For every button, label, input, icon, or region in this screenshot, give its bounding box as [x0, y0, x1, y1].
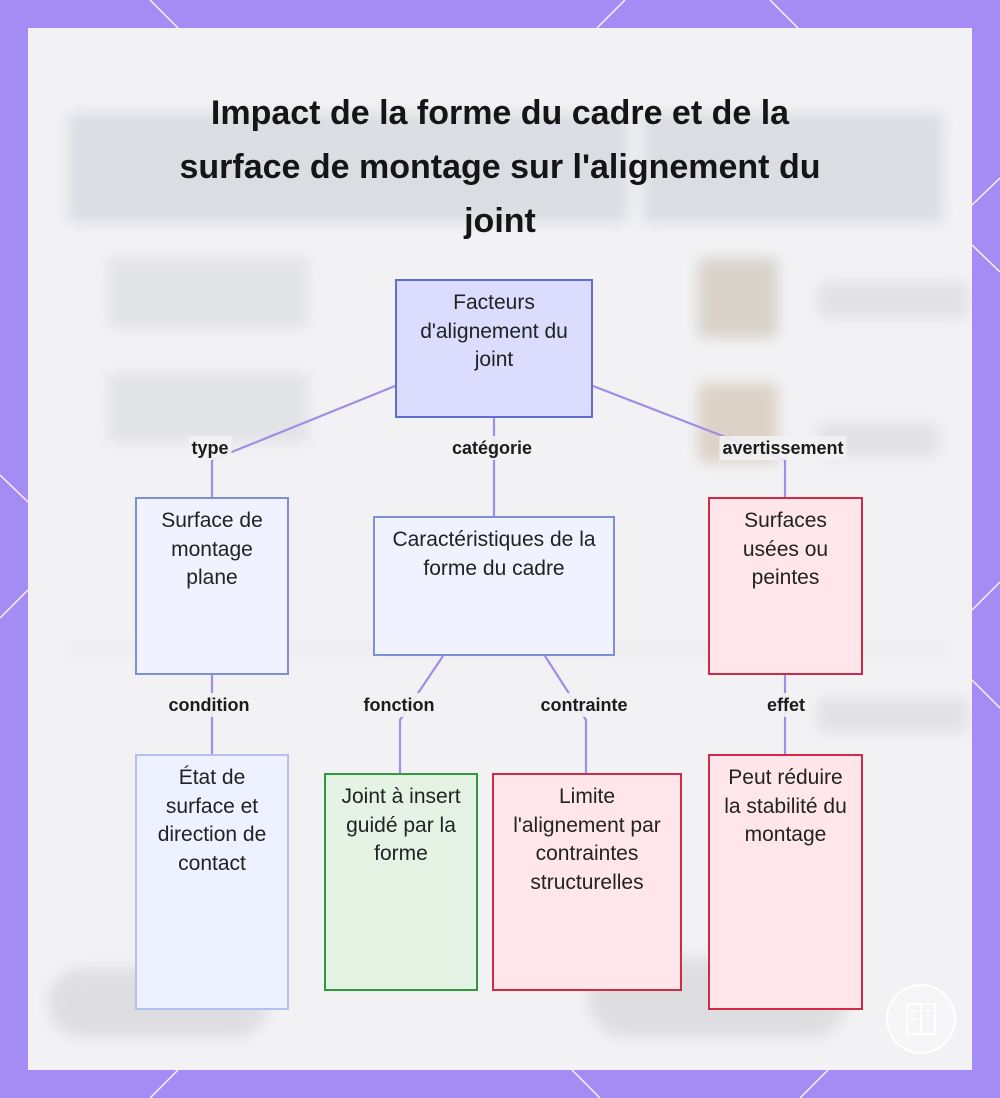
- edge-label-constraint: contrainte: [537, 693, 631, 717]
- node-worn-surfaces-text: Surfaces usées ou peintes: [742, 509, 829, 589]
- node-flat-surface: Surface de montage plane: [135, 497, 289, 675]
- node-frame-shape-text: Caractéristiques de la forme du cadre: [392, 528, 596, 580]
- logo-glyph-icon: [906, 1003, 936, 1035]
- edge-label-type: type: [188, 436, 232, 460]
- edge-type-line: [210, 384, 396, 497]
- node-structural-limit: Limite l'alignement par contraintes stru…: [492, 773, 682, 991]
- node-surface-state: État de surface et direction de contact: [135, 754, 289, 1010]
- edge-label-warning: avertissement: [719, 436, 847, 460]
- node-shape-insert: Joint à insert guidé par la forme: [324, 773, 478, 991]
- edge-label-category: catégorie: [448, 436, 536, 460]
- node-structural-limit-text: Limite l'alignement par contraintes stru…: [513, 785, 661, 894]
- node-root-text: Facteurs d'alignement du joint: [420, 291, 568, 371]
- node-flat-surface-text: Surface de montage plane: [161, 509, 263, 589]
- logo-icon: [886, 984, 956, 1054]
- node-root: Facteurs d'alignement du joint: [395, 279, 593, 418]
- edge-label-condition: condition: [165, 693, 253, 717]
- edge-label-function: fonction: [360, 693, 438, 717]
- node-frame-shape: Caractéristiques de la forme du cadre: [373, 516, 615, 656]
- diagram-card: Impact de la forme du cadre et de la sur…: [28, 28, 972, 1070]
- edge-label-effect: effet: [763, 693, 809, 717]
- node-worn-surfaces: Surfaces usées ou peintes: [708, 497, 863, 675]
- edge-constraint-line: [544, 655, 588, 774]
- node-stability: Peut réduire la stabilité du montage: [708, 754, 863, 1010]
- diagram-title: Impact de la forme du cadre et de la sur…: [179, 94, 821, 240]
- node-shape-insert-text: Joint à insert guidé par la forme: [341, 785, 461, 865]
- edge-function-line: [398, 655, 444, 774]
- node-stability-text: Peut réduire la stabilité du montage: [724, 766, 847, 846]
- node-surface-state-text: État de surface et direction de contact: [157, 766, 267, 875]
- connector-lines: [210, 384, 787, 774]
- edge-warning-line: [592, 384, 787, 497]
